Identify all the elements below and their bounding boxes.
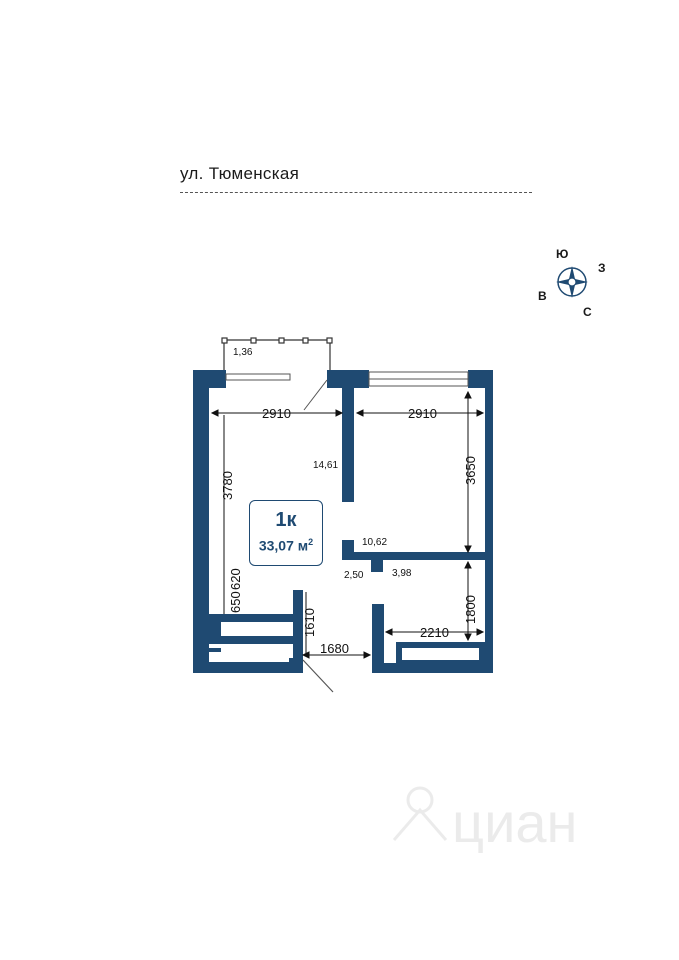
dim-left-650: 650 [228,591,243,613]
area-living: 14,61 [313,460,338,471]
apartment-type: 1к [275,509,297,531]
compass-rose-icon [556,266,588,298]
dim-top-left-width: 2910 [262,406,291,421]
compass-east: З [598,261,606,275]
watermark-logo: циан [392,786,577,854]
apartment-area: 33,07 м2 [250,532,322,556]
bath-tub [402,648,479,660]
dim-hall-1610: 1610 [302,608,317,637]
watermark-text: циан [452,791,577,854]
dimension-lines [210,390,485,659]
dim-right-room-height: 3650 [463,456,478,485]
window-top-right [368,371,469,387]
area-wc: 2,50 [344,570,364,581]
balcony [221,337,333,372]
street-dashed-line [180,192,532,193]
apartment-area-unit: м [297,537,309,554]
entrance-door [302,659,334,693]
apartment-area-exp: 2 [308,537,314,547]
dim-bath-height: 1800 [463,595,478,624]
dim-left-height: 3780 [220,471,235,500]
dim-hall-width: 1680 [320,641,349,656]
area-kitchen: 10,62 [362,537,387,548]
apartment-area-value: 33,07 [258,537,294,554]
dim-top-right-width: 2910 [408,406,437,421]
compass-north: Ю [556,247,568,261]
street-label: ул. Тюменская [180,164,300,183]
dim-bath-width: 2210 [420,625,449,640]
compass-south: С [583,305,592,319]
compass-west: В [538,289,547,303]
balcony-door [225,373,328,411]
area-bath: 3,98 [392,568,412,579]
storage-niche [209,652,289,662]
dim-left-620: 620 [228,568,243,590]
apartment-badge: 1к 33,07 м2 [249,500,323,566]
area-balcony: 1,36 [233,347,253,358]
